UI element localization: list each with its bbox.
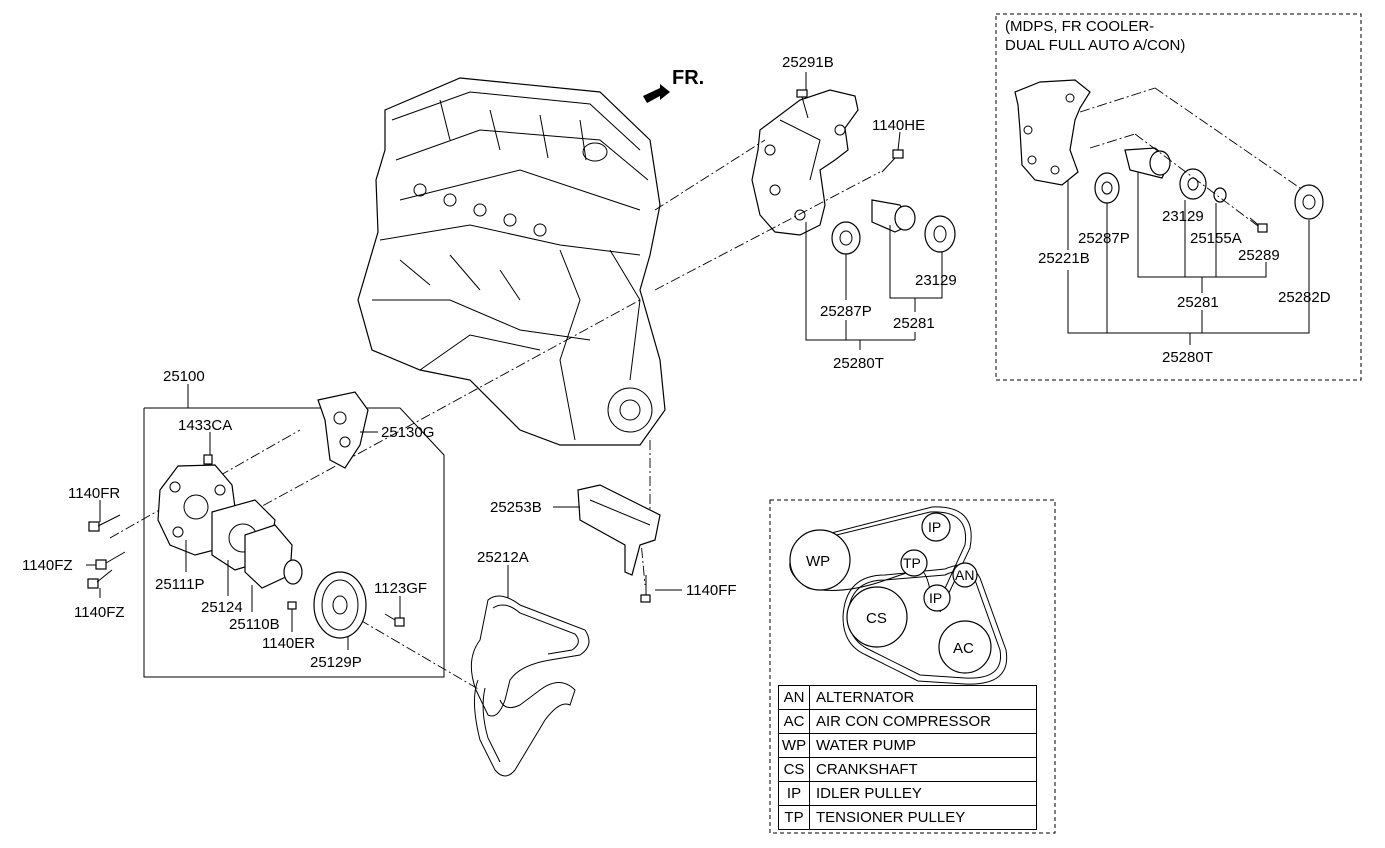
opt-washer-25155a-icon: [1213, 187, 1227, 203]
pulley-23129-icon: [924, 215, 956, 253]
bolt-1140er-icon: [287, 601, 297, 610]
legend-desc: ALTERNATOR: [809, 685, 1037, 710]
opt-bolt-25289-icon: [1249, 217, 1268, 233]
option-note-line2: DUAL FULL AUTO A/CON): [1005, 37, 1185, 54]
bolt-1140ff-icon: [640, 575, 651, 603]
label-1140fz-a: 1140FZ: [22, 557, 73, 574]
pin-1433ca-icon: [203, 454, 213, 465]
option-note-line1: (MDPS, FR COOLER-: [1005, 18, 1154, 35]
opt-label-25280t: 25280T: [1162, 349, 1213, 366]
legend-code: AC: [778, 709, 810, 734]
legend-row: AC AIR CON COMPRESSOR: [778, 709, 1037, 734]
opt-idler-25287p-icon: [1094, 172, 1120, 204]
label-23129: 23129: [915, 272, 957, 289]
belt-pulley-ac: AC: [953, 640, 974, 657]
legend-desc: TENSIONER PULLEY: [809, 805, 1037, 830]
opt-label-25281: 25281: [1177, 294, 1219, 311]
bolt-1140he-icon: [881, 149, 904, 173]
opt-label-25287p: 25287P: [1078, 230, 1130, 247]
legend-row: WP WATER PUMP: [778, 733, 1037, 758]
legend-code: AN: [778, 685, 810, 710]
opt-tensioner-25281-icon: [1124, 147, 1171, 179]
front-direction-arrow-icon: [643, 84, 670, 103]
label-25124: 25124: [201, 599, 243, 616]
label-25212a: 25212A: [477, 549, 529, 566]
bolt-1140fz-b-icon: [87, 569, 113, 589]
pulley-legend-table: AN ALTERNATOR AC AIR CON COMPRESSOR WP W…: [778, 685, 1037, 830]
label-1140er: 1140ER: [262, 635, 315, 652]
accessory-bracket-illustration: [751, 89, 859, 236]
legend-code: TP: [778, 805, 810, 830]
legend-code: WP: [778, 733, 810, 758]
belt-routing-box: [769, 499, 1056, 834]
label-25110b: 25110B: [229, 616, 280, 633]
legend-code: IP: [778, 781, 810, 806]
label-25253b: 25253B: [490, 499, 542, 516]
legend-row: AN ALTERNATOR: [778, 685, 1037, 710]
legend-row: TP TENSIONER PULLEY: [778, 805, 1037, 830]
label-25111p: 25111P: [155, 576, 205, 593]
bracket-25253b-icon: [577, 484, 661, 576]
legend-row: CS CRANKSHAFT: [778, 757, 1037, 782]
bolt-25291b-icon: [796, 89, 809, 119]
optional-config-box: [995, 13, 1362, 381]
label-25100: 25100: [163, 368, 205, 385]
idler-pulley-25287p-icon: [831, 221, 861, 255]
legend-desc: AIR CON COMPRESSOR: [809, 709, 1037, 734]
bolt-1140fz-a-icon: [95, 551, 126, 570]
label-25129p: 25129P: [310, 654, 362, 671]
water-pump-25110b-icon: [244, 524, 303, 589]
opt-pulley-23129-icon: [1179, 168, 1207, 200]
label-1140he: 1140HE: [872, 117, 925, 134]
opt-label-25155a: 25155A: [1190, 230, 1242, 247]
label-1140ff: 1140FF: [686, 582, 737, 599]
engine-block-illustration: [357, 77, 666, 446]
front-direction-label: FR.: [672, 67, 704, 89]
legend-desc: CRANKSHAFT: [809, 757, 1037, 782]
pulley-25129p-icon: [313, 571, 367, 639]
belt-pulley-an: AN: [955, 567, 974, 583]
legend-desc: IDLER PULLEY: [809, 781, 1037, 806]
opt-pulley-25282d-icon: [1294, 184, 1324, 220]
opt-bracket-25221b-icon: [1014, 79, 1091, 186]
legend-desc: WATER PUMP: [809, 733, 1037, 758]
belt-pulley-ip-bottom: IP: [929, 590, 942, 606]
label-1140fr: 1140FR: [68, 485, 120, 502]
legend-row: IP IDLER PULLEY: [778, 781, 1037, 806]
label-25281: 25281: [893, 315, 935, 332]
label-25287p: 25287P: [820, 303, 872, 320]
label-1433ca: 1433CA: [178, 417, 232, 434]
legend-code: CS: [778, 757, 810, 782]
gasket-25130g-icon: [317, 391, 369, 469]
label-1140fz-b: 1140FZ: [74, 604, 125, 621]
belt-pulley-wp: WP: [806, 553, 830, 570]
belt-pulley-ip-top: IP: [928, 519, 941, 535]
tensioner-25281-icon: [871, 199, 916, 233]
label-1123gf: 1123GF: [374, 580, 427, 597]
bolt-1123gf-icon: [384, 613, 405, 627]
label-25130g: 25130G: [381, 424, 434, 441]
bolt-1140fr-icon: [88, 514, 121, 532]
belt-routing-schematic: WP IP TP CS IP AN AC: [789, 506, 1008, 685]
opt-label-25282d: 25282D: [1278, 289, 1331, 306]
label-25280t: 25280T: [833, 355, 884, 372]
belt-pulley-tp: TP: [903, 555, 921, 571]
opt-label-25221b: 25221B: [1038, 250, 1090, 267]
label-25291b: 25291B: [782, 54, 834, 71]
opt-label-23129: 23129: [1162, 208, 1204, 225]
belt-pulley-cs: CS: [866, 610, 887, 627]
drive-belt-25212a-icon: [470, 595, 590, 777]
opt-label-25289: 25289: [1238, 247, 1280, 264]
